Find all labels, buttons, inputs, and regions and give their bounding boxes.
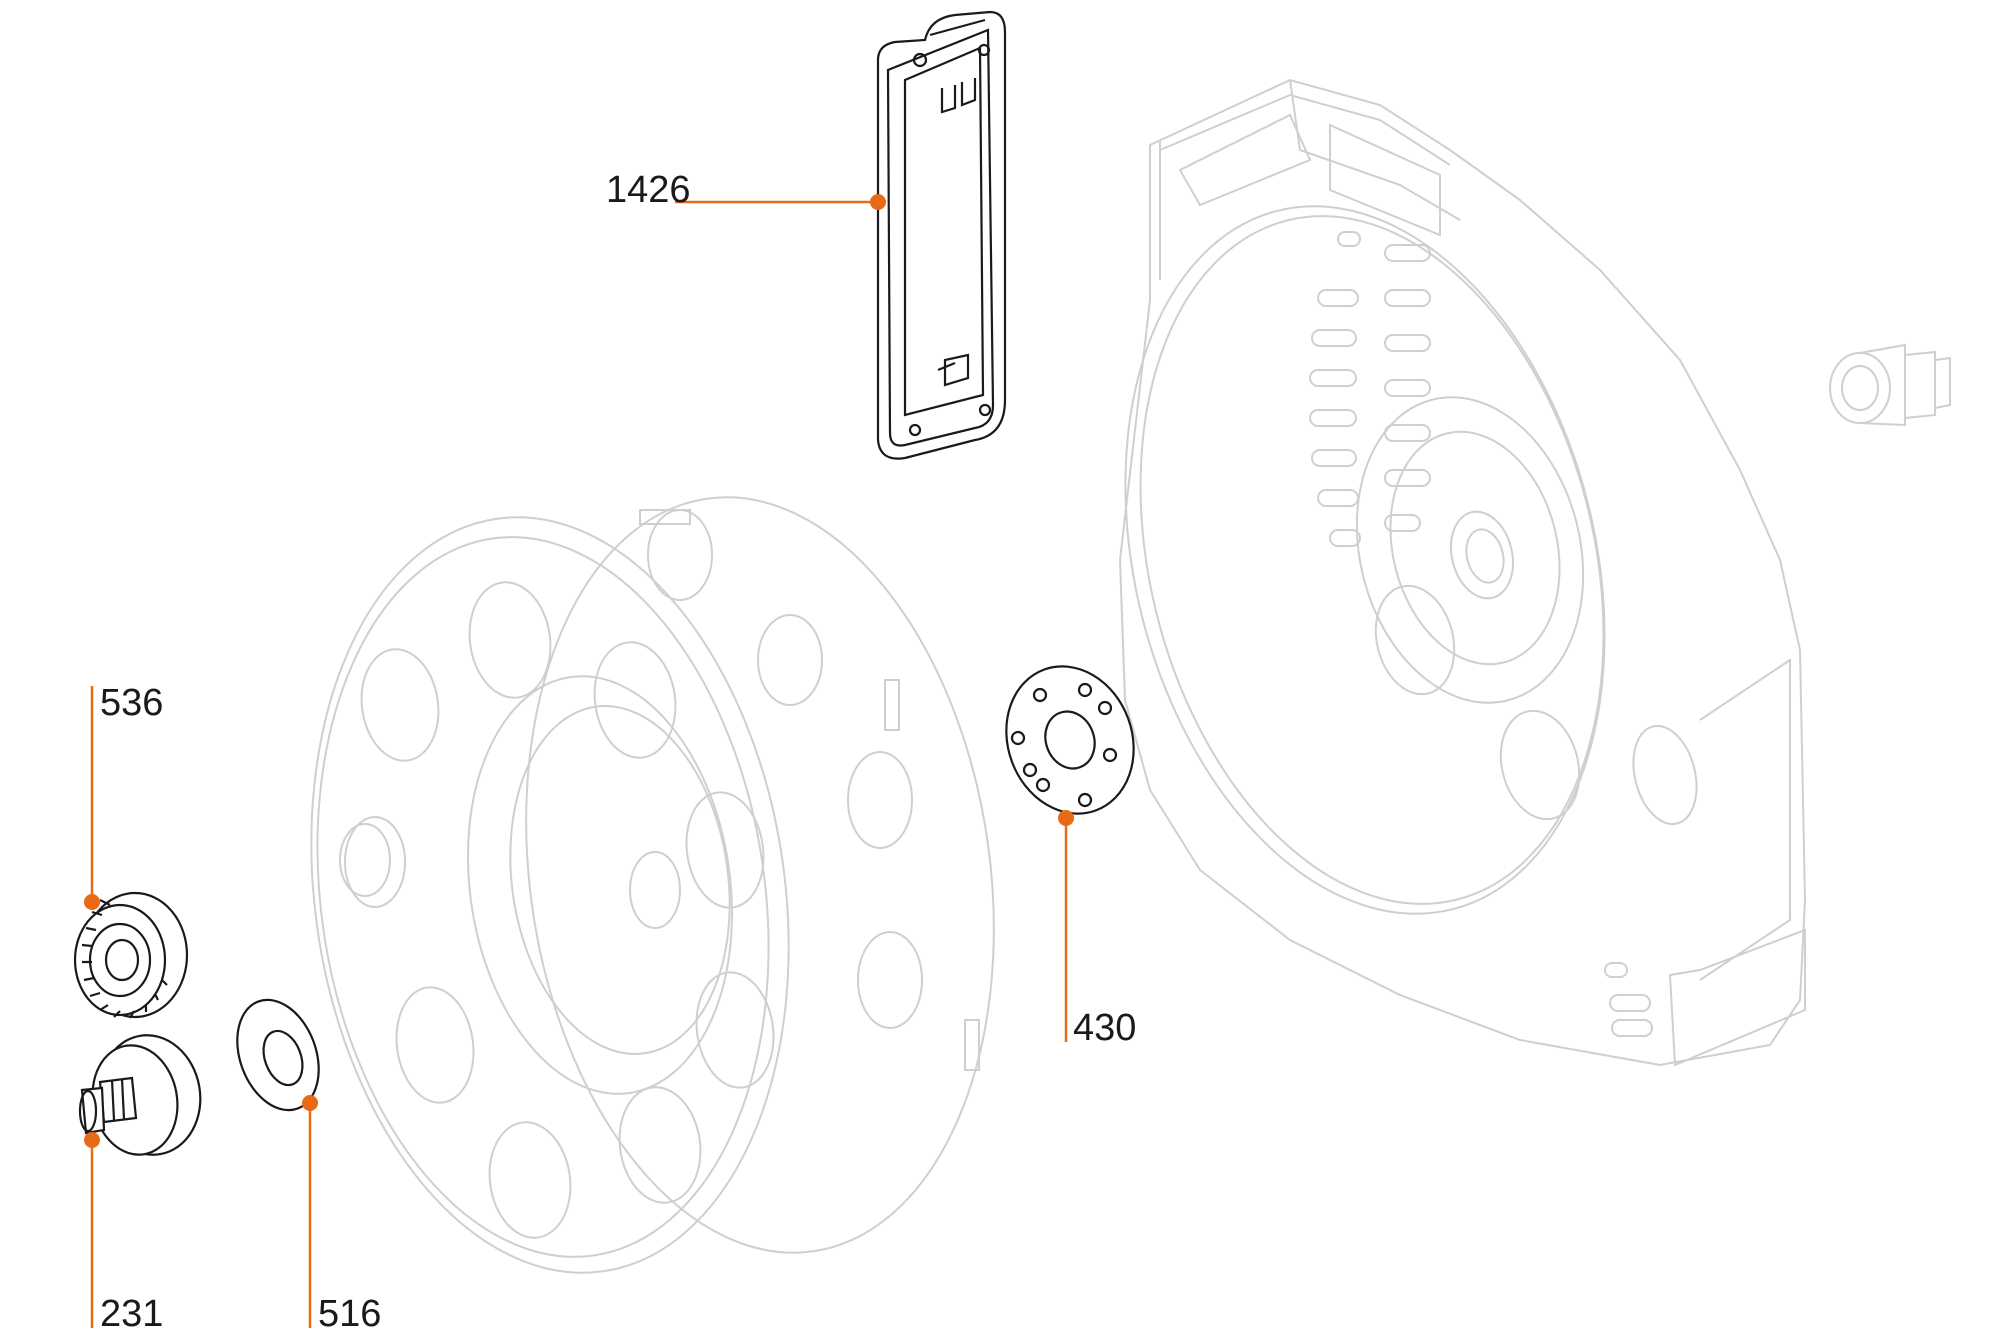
washer-516 xyxy=(236,998,320,1112)
tap-connector-ghost xyxy=(1829,343,1951,427)
part-label-1426: 1426 xyxy=(606,169,691,211)
part-label-430: 430 xyxy=(1073,1007,1136,1049)
part-label-516: 516 xyxy=(318,1293,381,1328)
leader-lines xyxy=(84,194,1074,1328)
leader-dot-231 xyxy=(84,1132,100,1148)
leader-dot-536 xyxy=(84,894,100,910)
part-label-536: 536 xyxy=(100,682,163,724)
knurled-nut-536 xyxy=(73,891,189,1019)
perforated-gasket-430 xyxy=(1005,665,1135,815)
part-labels: 1426 536 231 516 430 xyxy=(100,169,1136,1328)
leader-dot-1426 xyxy=(870,194,886,210)
reel-housing-ghost xyxy=(1118,78,1951,1067)
leader-dot-430 xyxy=(1058,810,1074,826)
hose-drum-ghost xyxy=(310,496,995,1274)
leader-dot-516 xyxy=(302,1095,318,1111)
wall-mounting-plate-1426 xyxy=(876,10,1007,460)
part-label-231: 231 xyxy=(100,1293,163,1328)
housing-slots xyxy=(1309,231,1431,547)
hose-connector-231 xyxy=(78,1034,202,1156)
